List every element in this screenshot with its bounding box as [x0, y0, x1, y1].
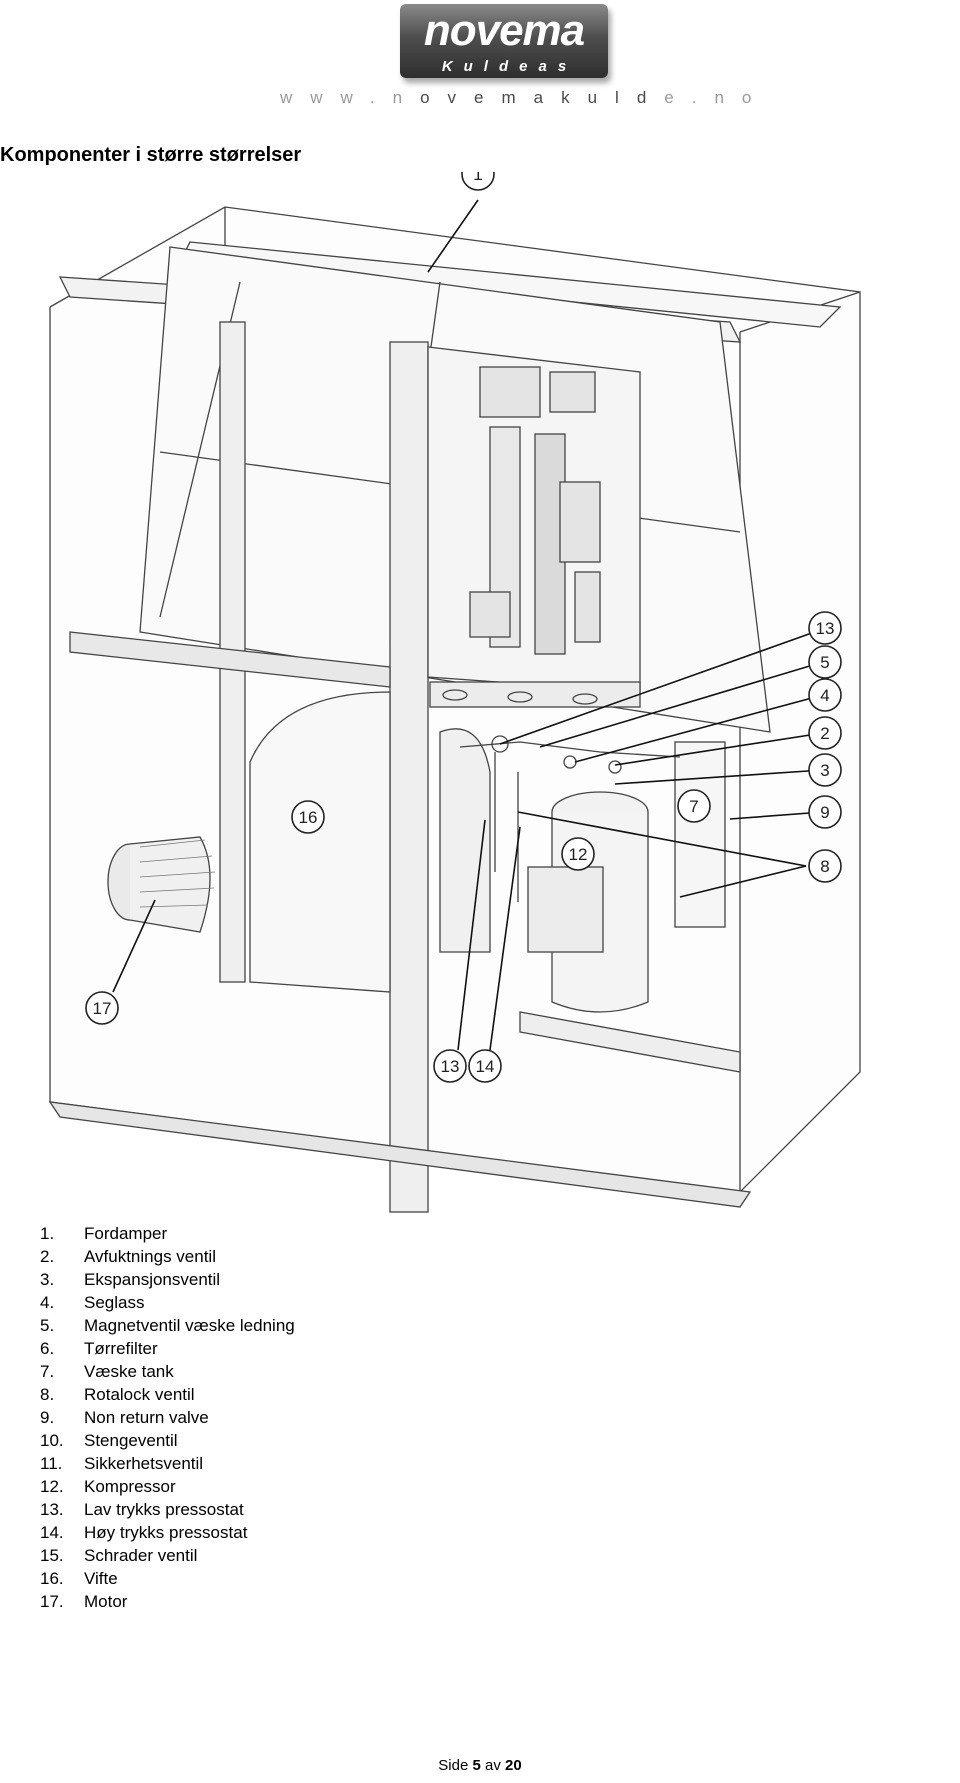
item-number: 12.: [40, 1477, 64, 1496]
item-label: Avfuktnings ventil: [84, 1247, 216, 1266]
callout-16: 16: [291, 800, 325, 834]
list-item: 2. Avfuktnings ventil: [40, 1245, 295, 1268]
callout-5-label: 5: [820, 653, 829, 672]
logo-badge: [400, 4, 608, 78]
callout-17: 17: [85, 991, 119, 1025]
item-number: 10.: [40, 1431, 64, 1450]
list-item: 13. Lav trykks pressostat: [40, 1498, 295, 1521]
item-label: Fordamper: [84, 1224, 168, 1243]
page-title: Komponenter i større størrelser: [0, 144, 302, 166]
item-number: 16.: [40, 1569, 64, 1588]
item-number: 6.: [40, 1339, 55, 1358]
list-item: 11. Sikkerhetsventil: [40, 1452, 295, 1475]
callout-4-label: 4: [820, 686, 829, 705]
list-item: 8. Rotalock ventil: [40, 1383, 295, 1406]
callout-8: 8: [808, 849, 842, 883]
item-label: Vifte: [84, 1569, 118, 1588]
item-label: Tørrefilter: [84, 1339, 158, 1358]
item-number: 2.: [40, 1247, 55, 1266]
logo-name: novema: [423, 6, 585, 55]
item-label: Væske tank: [84, 1362, 174, 1381]
item-label: Rotalock ventil: [84, 1385, 195, 1404]
callout-1: 1: [461, 172, 495, 191]
callout-3-label: 3: [820, 761, 829, 780]
website-url[interactable]: www.novemakulde.no: [280, 88, 751, 108]
item-label: Sikkerhetsventil: [84, 1454, 204, 1473]
list-item: 5. Magnetventil væske ledning: [40, 1314, 295, 1337]
callout-3: 3: [808, 753, 842, 787]
item-label: Schrader ventil: [84, 1546, 198, 1565]
company-logo: novema Kuldeas: [400, 4, 610, 86]
item-number: 8.: [40, 1385, 55, 1404]
callout-12: 12: [561, 837, 595, 871]
item-label: Høy trykks pressostat: [84, 1523, 248, 1542]
callout-6: 13: [808, 611, 842, 645]
unit-exploded-drawing: 1 13 5 4 2 3 7 9 8 12 16 17 13 14: [48, 172, 861, 1213]
callout-14-label: 14: [476, 1057, 495, 1076]
callout-5: 5: [808, 645, 842, 679]
list-item: 15. Schrader ventil: [40, 1544, 295, 1567]
callout-7-label: 7: [689, 797, 698, 816]
current-page: 5: [472, 1757, 481, 1774]
callout-2: 2: [808, 716, 842, 750]
list-item: 14. Høy trykks pressostat: [40, 1521, 295, 1544]
page-middle: av: [485, 1757, 501, 1774]
callout-2-label: 2: [820, 724, 829, 743]
callout-13: 13: [433, 1049, 467, 1083]
item-number: 14.: [40, 1523, 64, 1542]
list-item: 16. Vifte: [40, 1567, 295, 1590]
item-number: 17.: [40, 1592, 64, 1611]
page-indicator: Side 5 av 20: [0, 1757, 960, 1774]
callout-6-label: 13: [816, 619, 835, 638]
item-number: 3.: [40, 1270, 55, 1289]
item-number: 5.: [40, 1316, 55, 1335]
list-item: 17. Motor: [40, 1590, 295, 1613]
item-number: 4.: [40, 1293, 55, 1312]
callout-7: 7: [677, 789, 711, 823]
item-label: Stengeventil: [84, 1431, 178, 1450]
item-number: 15.: [40, 1546, 64, 1565]
callout-9-label: 9: [820, 803, 829, 822]
item-number: 9.: [40, 1408, 55, 1427]
website-prefix: www.n: [280, 88, 421, 107]
callout-12-label: 12: [569, 845, 588, 864]
callout-16-label: 16: [299, 808, 318, 827]
item-number: 7.: [40, 1362, 55, 1381]
logo-subtitle: Kuldeas: [441, 58, 578, 75]
item-number: 13.: [40, 1500, 64, 1519]
item-label: Motor: [84, 1592, 128, 1611]
item-label: Ekspansjonsventil: [84, 1270, 221, 1289]
list-item: 12. Kompressor: [40, 1475, 295, 1498]
list-item: 7. Væske tank: [40, 1360, 295, 1383]
callout-1-label: 1: [473, 172, 482, 184]
list-item: 10. Stengeventil: [40, 1429, 295, 1452]
item-number: 1.: [40, 1224, 55, 1243]
callout-17-label: 17: [93, 999, 112, 1018]
item-label: Non return valve: [84, 1408, 209, 1427]
list-item: 1. Fordamper: [40, 1222, 295, 1245]
list-item: 4. Seglass: [40, 1291, 295, 1314]
callout-9: 9: [808, 795, 842, 829]
item-label: Kompressor: [84, 1477, 176, 1496]
page-prefix: Side: [438, 1757, 469, 1774]
list-item: 9. Non return valve: [40, 1406, 295, 1429]
callout-4: 4: [808, 678, 842, 712]
component-legend: 1. Fordamper 2. Avfuktnings ventil 3. Ekspa…: [40, 1222, 295, 1613]
callout-13-label: 13: [441, 1057, 460, 1076]
callout-8-label: 8: [820, 857, 829, 876]
item-label: Seglass: [84, 1293, 145, 1312]
item-number: 11.: [40, 1454, 63, 1473]
item-label: Magnetventil væske ledning: [84, 1316, 295, 1335]
callout-14: 14: [468, 1049, 502, 1083]
total-pages: 20: [505, 1757, 522, 1774]
website-suffix: e.no: [664, 88, 770, 107]
website-highlight: ovemakuld: [420, 88, 665, 107]
list-item: 6. Tørrefilter: [40, 1337, 295, 1360]
list-item: 3. Ekspansjonsventil: [40, 1268, 295, 1291]
item-label: Lav trykks pressostat: [84, 1500, 244, 1519]
